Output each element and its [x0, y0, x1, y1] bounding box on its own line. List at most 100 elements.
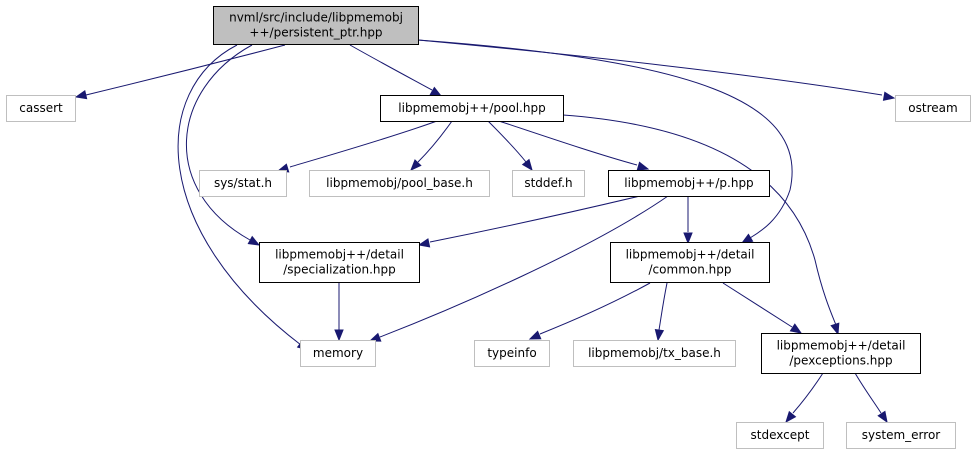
edge-common-to-tx_base: [654, 282, 668, 342]
arrowhead-icon: [528, 330, 542, 340]
edge-persistent_ptr-to-memory: [177, 44, 310, 351]
edge-persistent_ptr-to-pool: [349, 44, 443, 97]
edge-pool-to-stddef: [487, 120, 533, 172]
node-label: /common.hpp: [649, 263, 732, 277]
edge-pexceptions-to-system_error: [854, 372, 888, 424]
arrowhead-icon: [882, 91, 896, 101]
arrowhead-icon: [521, 158, 533, 172]
edge-line: [854, 372, 882, 414]
node-label: system_error: [862, 428, 941, 442]
node-p[interactable]: libpmemobj++/p.hpp: [608, 170, 770, 197]
edge-pool-to-p: [498, 120, 650, 171]
node-ostream: ostream: [895, 95, 971, 122]
node-label: libpmemobj++/pool.hpp: [398, 101, 545, 115]
edge-line: [792, 372, 824, 414]
node-stdexcept: stdexcept: [736, 422, 824, 449]
edge-line: [85, 44, 286, 96]
edge-line: [417, 120, 453, 163]
edge-pool-to-pool_base: [410, 120, 453, 171]
edge-line: [177, 44, 302, 346]
node-label: libpmemobj++/detail: [777, 339, 906, 353]
node-label: libpmemobj/pool_base.h: [326, 176, 473, 190]
edge-p-to-specialization: [417, 195, 641, 248]
edge-line: [417, 39, 883, 96]
node-box: [309, 170, 490, 197]
edge-common-to-pexceptions: [722, 282, 803, 334]
edge-line: [379, 195, 669, 338]
arrowhead-icon: [877, 410, 888, 424]
edge-line: [498, 120, 638, 166]
edge-p-to-common: [683, 196, 693, 245]
node-box: [573, 340, 736, 367]
node-label: sys/stat.h: [214, 176, 272, 190]
arrowhead-icon: [636, 161, 650, 171]
node-box: [199, 170, 287, 197]
edge-pool-to-pexceptions: [562, 114, 840, 336]
node-box: [895, 95, 971, 122]
node-box: [736, 422, 824, 449]
edge-line: [349, 44, 433, 91]
node-label: ostream: [908, 101, 957, 115]
arrowhead-icon: [74, 89, 88, 100]
node-common[interactable]: libpmemobj++/detail/common.hpp: [610, 242, 770, 283]
node-pool[interactable]: libpmemobj++/pool.hpp: [380, 95, 564, 122]
node-box: [761, 333, 921, 374]
node-label: typeinfo: [487, 346, 536, 360]
node-pexceptions[interactable]: libpmemobj++/detail/pexceptions.hpp: [761, 333, 921, 374]
node-label: /pexceptions.hpp: [789, 354, 892, 368]
node-box: [474, 340, 550, 367]
node-specialization[interactable]: libpmemobj++/detail/specialization.hpp: [259, 242, 420, 283]
node-memory: memory: [300, 340, 376, 367]
arrowhead-icon: [654, 328, 665, 342]
node-label: ++/persistent_ptr.hpp: [249, 26, 382, 40]
arrowhead-icon: [740, 233, 754, 244]
node-persistent-ptr[interactable]: nvml/src/include/libpmemobj++/persistent…: [213, 6, 419, 45]
edge-persistent_ptr-to-common: [417, 39, 793, 244]
node-box: [213, 6, 419, 45]
node-cassert: cassert: [6, 95, 76, 122]
arrowhead-icon: [683, 232, 693, 245]
arrowhead-icon: [368, 332, 382, 342]
edge-specialization-to-memory: [334, 283, 344, 342]
node-label: memory: [313, 346, 363, 360]
arrowhead-icon: [247, 235, 261, 246]
node-pool-base: libpmemobj/pool_base.h: [309, 170, 490, 197]
edge-persistent_ptr-to-ostream: [417, 39, 896, 101]
edge-line: [487, 120, 527, 163]
edge-line: [539, 282, 651, 335]
node-typeinfo: typeinfo: [474, 340, 550, 367]
node-box: [512, 170, 585, 197]
node-box: [6, 95, 76, 122]
node-box: [380, 95, 564, 122]
node-box: [610, 242, 770, 283]
node-tx-base: libpmemobj/tx_base.h: [573, 340, 736, 367]
arrowhead-icon: [785, 410, 797, 424]
arrowhead-icon: [334, 329, 344, 342]
edge-line: [429, 195, 641, 243]
arrowhead-icon: [410, 159, 422, 171]
node-label: stddef.h: [524, 176, 572, 190]
edge-persistent_ptr-to-cassert: [74, 44, 286, 100]
edge-line: [562, 114, 837, 326]
edge-line: [186, 44, 253, 241]
node-label: libpmemobj++/detail: [275, 248, 404, 262]
node-box: [846, 422, 956, 449]
edge-line: [658, 282, 668, 331]
node-sys-stat: sys/stat.h: [199, 170, 287, 197]
node-label: nvml/src/include/libpmemobj: [229, 11, 403, 25]
edge-common-to-typeinfo: [528, 282, 651, 340]
node-system-error: system_error: [846, 422, 956, 449]
node-label: stdexcept: [751, 428, 810, 442]
edge-line: [417, 39, 793, 239]
node-stddef: stddef.h: [512, 170, 585, 197]
edge-line: [289, 120, 438, 168]
node-label: libpmemobj++/detail: [626, 248, 755, 262]
arrowhead-icon: [429, 86, 443, 97]
edge-pexceptions-to-stdexcept: [785, 372, 824, 424]
arrowhead-icon: [830, 322, 840, 336]
arrowhead-icon: [789, 323, 803, 334]
node-label: libpmemobj++/p.hpp: [624, 176, 753, 190]
node-box: [259, 242, 420, 283]
node-label: cassert: [19, 101, 63, 115]
